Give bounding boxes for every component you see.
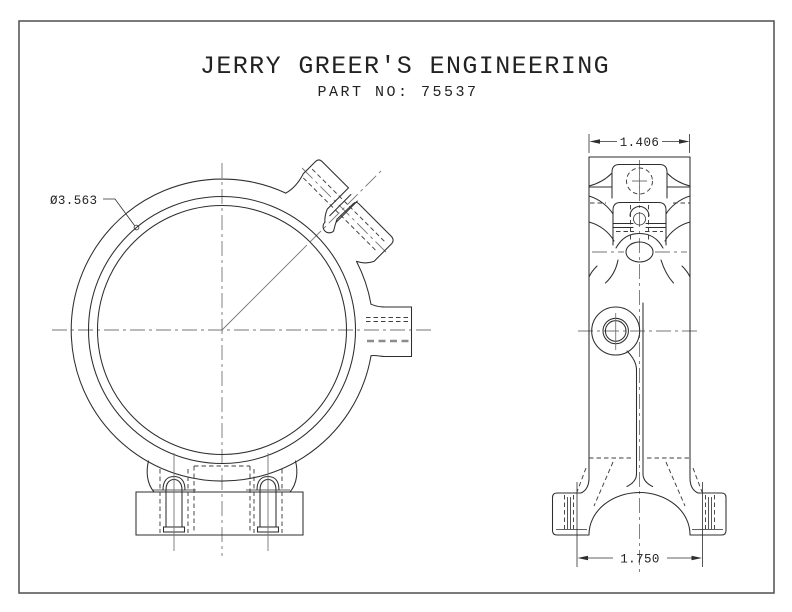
drawing-title: JERRY GREER'S ENGINEERING (200, 52, 610, 81)
side-boss-circle (591, 306, 641, 356)
dim-base-width: 1.750 (576, 482, 703, 567)
side-rib (626, 302, 654, 488)
outer-ring (70, 178, 372, 482)
clamp-ears-side (588, 163, 691, 284)
side-body (580, 156, 699, 494)
clamp-bolt-hidden-lines (302, 168, 387, 253)
sheet-border (18, 20, 775, 594)
foot-bolt-right (246, 453, 290, 551)
base-width-dimension-text: 1.750 (620, 553, 660, 567)
front-view-centerlines (52, 163, 432, 556)
top-width-dimension-text: 1.406 (620, 136, 660, 150)
foot-bolt-left (152, 453, 196, 551)
bore-dimension-leader (103, 198, 135, 226)
title-block: JERRY GREER'S ENGINEERING PART NO: 75537 (200, 52, 610, 101)
bore-chamfer-circle (87, 195, 357, 465)
bore-circle (96, 204, 348, 456)
clamp-lug-upper (285, 159, 350, 223)
dim-top-width: 1.406 (588, 134, 690, 153)
part-number-label: PART NO: 75537 (317, 84, 478, 101)
front-view: Ø3.563 (50, 159, 432, 556)
mounting-foot (135, 460, 304, 536)
side-foot (551, 457, 727, 536)
side-boss (366, 303, 413, 358)
clamp-slit (322, 193, 358, 234)
side-view-centerlines (578, 160, 700, 573)
bore-leader-dot (133, 224, 140, 231)
side-view: 1.406 1.750 (551, 134, 727, 573)
dim-bore: Ø3.563 (50, 194, 140, 231)
bore-dimension-text: Ø3.563 (50, 194, 97, 208)
clamp-lug-lower (333, 201, 394, 264)
